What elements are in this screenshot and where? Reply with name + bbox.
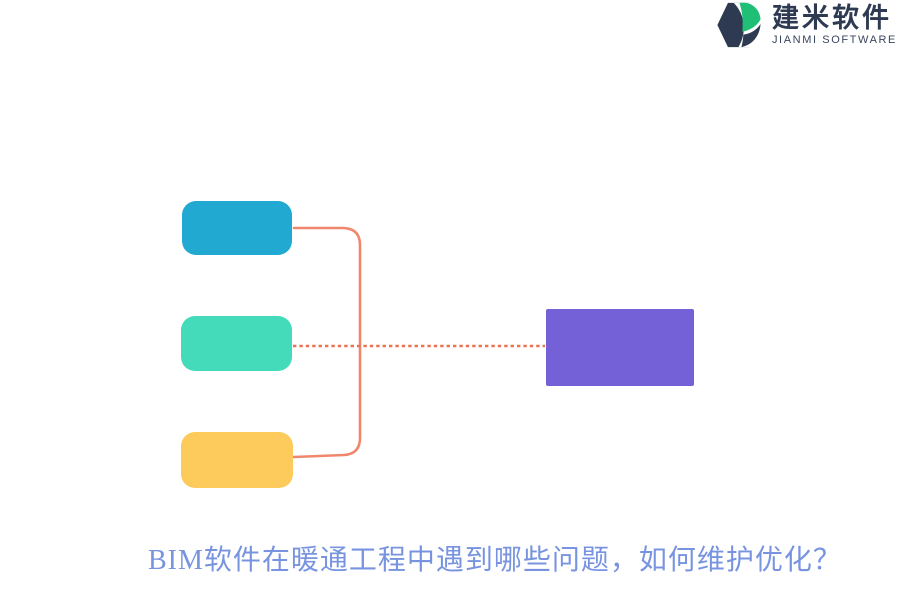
jianmi-logo: 建米软件 JIANMI SOFTWARE	[714, 1, 897, 49]
diagram-node-top	[182, 201, 292, 255]
jianmi-logo-icon	[717, 2, 761, 48]
diagram-node-bottom	[181, 432, 293, 488]
bracket-connector	[292, 226, 362, 459]
brand-text: 建米软件 JIANMI SOFTWARE	[771, 2, 897, 47]
brand-name: 建米软件	[771, 2, 892, 33]
diagram-node-middle	[181, 316, 292, 371]
page-title: BIM软件在暖通工程中遇到哪些问题，如何维护优化？	[148, 545, 842, 576]
brand-subtitle: JIANMI SOFTWARE	[771, 34, 897, 47]
diagram-node-result	[546, 309, 694, 386]
